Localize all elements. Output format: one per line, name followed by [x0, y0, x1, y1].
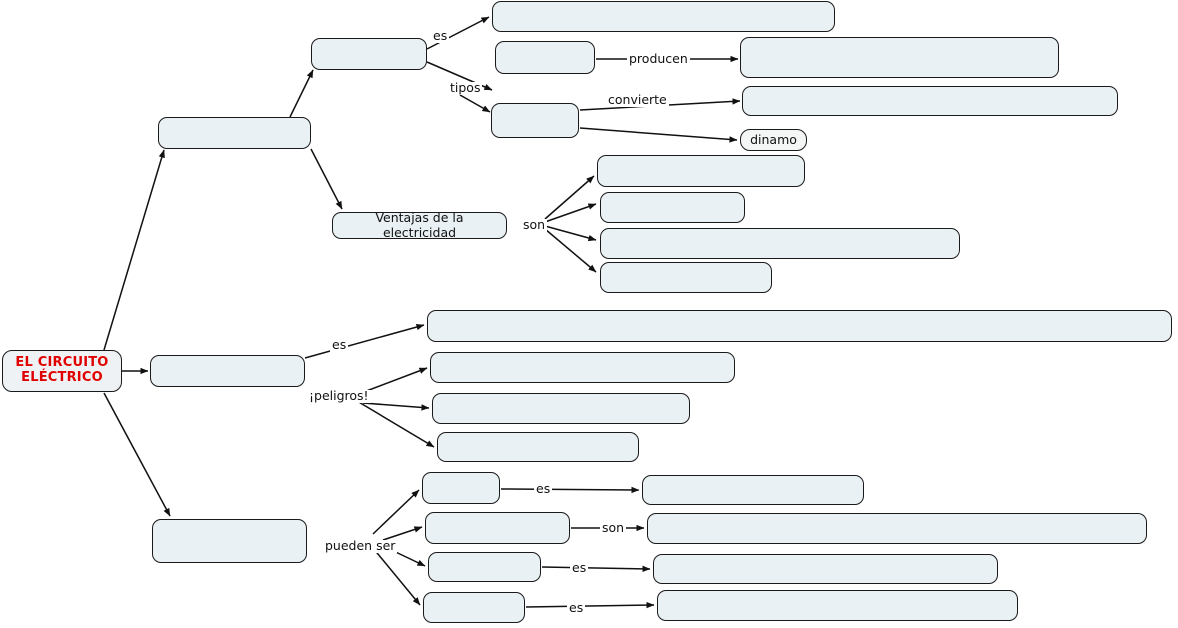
- edge-e-ventaja-2: [544, 203, 597, 223]
- edge-label-es-elem1: es: [534, 481, 553, 496]
- edge-label-es-corriente: es: [330, 337, 349, 352]
- node-elem-3-es[interactable]: [653, 554, 998, 584]
- edge-label-producen: producen: [627, 51, 690, 66]
- node-peligro-2[interactable]: [432, 393, 690, 424]
- edge-e-ventaja-3: [544, 225, 597, 242]
- node-elem-4[interactable]: [423, 592, 525, 623]
- edge-e-elem4-es: [525, 601, 655, 609]
- node-ventajas[interactable]: Ventajas de la electricidad: [332, 210, 507, 239]
- node-corriente-es[interactable]: [427, 310, 1172, 342]
- root-node-el-circuito-electrico[interactable]: EL CIRCUITO ELÉCTRICO: [2, 350, 122, 392]
- node-elem-4-es[interactable]: [657, 590, 1018, 621]
- edge-e-ventaja-1: [544, 175, 595, 220]
- edge-label-es-elem4: es: [567, 600, 586, 615]
- edge-e-peligro-3: [351, 397, 435, 448]
- edge-e-elem-4: [372, 547, 421, 606]
- edge-label-pueden-ser: pueden ser: [323, 538, 398, 553]
- edge-e-elem-2: [382, 526, 423, 541]
- edge-label-peligros: ¡peligros!: [307, 388, 371, 403]
- edge-label-es-top: es: [431, 28, 450, 43]
- edge-e-peligro-2: [362, 402, 430, 411]
- edge-e-elec-es: [289, 69, 314, 118]
- edge-e-root-elementos: [103, 392, 171, 517]
- node-tipo-2[interactable]: [491, 103, 579, 138]
- edge-label-es-elem3: es: [570, 560, 589, 575]
- node-corriente[interactable]: [150, 355, 305, 387]
- edge-e-elec-ventajas: [310, 148, 343, 210]
- node-elem-3[interactable]: [428, 552, 541, 582]
- node-elem-1-es[interactable]: [642, 475, 864, 505]
- edge-e-elem1-es: [500, 486, 640, 494]
- edge-label-tipos: tipos: [448, 80, 483, 95]
- node-ventaja-1[interactable]: [597, 155, 805, 187]
- edge-label-convierte: convierte: [606, 92, 669, 107]
- edge-e-root-electricidad: [103, 149, 165, 351]
- node-elementos[interactable]: [152, 519, 307, 563]
- node-tipo-2-convierte[interactable]: [742, 86, 1118, 116]
- node-ventaja-3[interactable]: [600, 228, 960, 259]
- edge-e-corriente-es: [304, 323, 425, 359]
- edge-e-elem-1: [372, 489, 420, 535]
- node-elem-2-son[interactable]: [647, 513, 1147, 544]
- node-peligro-3[interactable]: [437, 432, 639, 462]
- node-tipo-1-producen[interactable]: [740, 37, 1059, 78]
- node-elem-2[interactable]: [425, 512, 570, 544]
- edge-label-son-ventajas: son: [521, 217, 548, 232]
- node-electricidad[interactable]: [158, 117, 311, 149]
- node-ventaja-4[interactable]: [600, 262, 772, 293]
- node-tipo-1[interactable]: [495, 41, 595, 74]
- edge-e-elem3-es: [541, 565, 651, 573]
- node-definicion[interactable]: [492, 1, 835, 32]
- edge-label-son-elem2: son: [600, 520, 627, 535]
- edge-e-ventaja-4: [544, 228, 597, 273]
- node-ventaja-2[interactable]: [600, 192, 745, 223]
- edge-e-es-def: [426, 16, 490, 50]
- node-top-es[interactable]: [311, 38, 427, 70]
- edge-e-tipo2-dinamo: [579, 127, 738, 143]
- node-peligro-1[interactable]: [430, 352, 735, 383]
- node-dinamo[interactable]: dinamo: [740, 129, 807, 151]
- edge-e-tipos-2: [459, 94, 491, 113]
- node-elem-1[interactable]: [422, 472, 500, 504]
